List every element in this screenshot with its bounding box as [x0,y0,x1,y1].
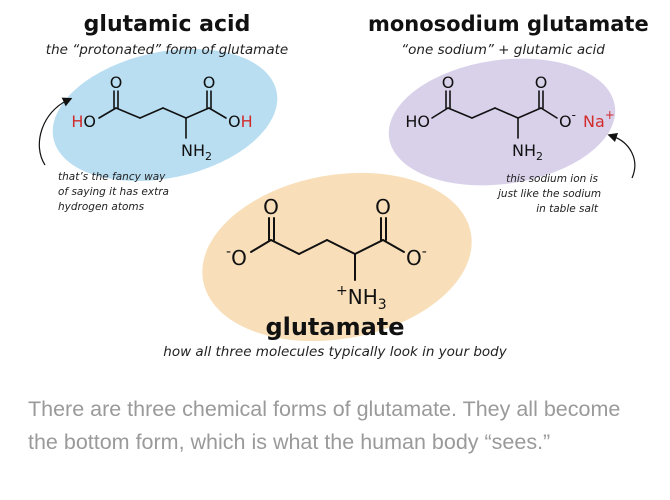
glutamic-acid-note-line-1: that’s the fancy way [58,171,166,183]
glutamic-acid-oh-o: O [228,112,241,131]
glutamic-acid-structure [98,90,227,139]
glutamate-right-oxygen: O- [406,244,427,270]
glutamate-title: glutamate [265,313,405,341]
msg-na-symbol: Na [583,112,605,131]
glutamate-o-right: O [375,195,391,219]
msg-nh: NH [512,141,536,160]
glutamic-acid-oh-h: H [241,112,253,131]
glutamic-acid-note-line-2: of saying it has extra [58,186,169,198]
msg-o-minus: O- [559,108,576,131]
glutamic-acid-title: glutamic acid [83,12,251,37]
figure-caption: There are three chemical forms of glutam… [28,397,621,454]
msg-note: this sodium ion is just like the sodium … [498,172,602,217]
msg-nh2: NH2 [512,141,543,163]
glutamate-subtitle: how all three molecules typically look i… [163,344,507,360]
glutamate-left-o: O [231,246,247,270]
glutamate-nh: NH [348,285,378,309]
msg-note-line-1: this sodium ion is [506,173,598,185]
glutamic-acid-ellipse [52,48,278,182]
msg-note-line-2: just like the sodium [498,188,602,200]
glutamate-ellipse [202,172,472,342]
glutamate-right-o: O [406,246,422,270]
msg-na: Na+ [583,108,615,131]
right-note-arrow [607,132,636,179]
glutamic-acid-oh: OH [228,112,253,131]
glutamate-nh-sub: 3 [378,297,387,313]
glutamic-acid-o-right: O [203,73,216,92]
msg-title: monosodium glutamate [368,12,649,36]
glutamic-acid-nh-sub: 2 [205,150,212,163]
left-note-arrow [38,97,73,166]
msg-structure [431,90,558,139]
glutamic-acid-ho-o: O [83,112,96,131]
glutamate-right-minus: - [422,244,427,260]
msg-minus: - [572,108,576,122]
glutamate-left-minus: - [226,244,231,260]
glutamic-acid-o-left: O [110,73,123,92]
molecule-diagram: O O HO OH NH2 O O HO [38,48,636,342]
msg-na-plus: + [605,108,615,122]
glutamate-structure [250,217,405,281]
glutamic-acid-ho: HO [71,112,96,131]
msg-ho: HO [405,112,430,131]
msg-note-line-3: in table salt [536,203,598,215]
glutamic-acid-note-line-3: hydrogen atoms [58,201,145,213]
glutamate-o-left: O [263,195,279,219]
glutamic-acid-ho-h: H [71,112,83,131]
glutamate-nh3: +NH3 [336,283,387,313]
msg-subtitle: “one sodium” + glutamic acid [401,42,605,58]
glutamate-plus: + [336,283,348,299]
glutamate-forms-figure: O O HO OH NH2 O O HO [38,12,649,360]
glutamic-acid-nh: NH [181,141,205,160]
glutamic-acid-nh2: NH2 [181,141,212,163]
msg-ellipse [388,58,616,186]
glutamic-acid-subtitle: the “protonated” form of glutamate [45,42,289,58]
msg-o-right: O [535,73,548,92]
msg-o: O [559,112,572,131]
msg-o-left: O [442,73,455,92]
msg-nh-sub: 2 [536,150,543,163]
glutamic-acid-note: that’s the fancy way of saying it has ex… [58,170,169,215]
glutamate-left-oxygen: -O [226,244,247,270]
